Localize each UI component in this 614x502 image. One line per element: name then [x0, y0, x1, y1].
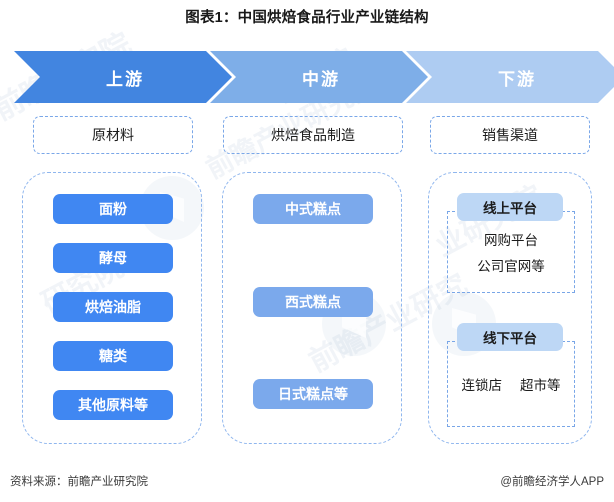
column-midstream: 中式糕点 西式糕点 日式糕点等	[222, 172, 402, 444]
upstream-item-1[interactable]: 酵母	[53, 243, 173, 273]
downstream-offline-title[interactable]: 线下平台	[457, 323, 563, 351]
value-chain-chevron-bar: 上游 中游 下游	[14, 51, 600, 103]
chevron-midstream-label: 中游	[302, 69, 340, 89]
upstream-item-3[interactable]: 糖类	[53, 341, 173, 371]
downstream-online-title-label: 线上平台	[483, 201, 537, 216]
upstream-item-0[interactable]: 面粉	[53, 194, 173, 224]
downstream-group-online: 网购平台 公司官网等 线上平台	[443, 193, 579, 293]
downstream-online-line-0: 网购平台	[484, 233, 538, 248]
stage-label-upstream-text: 原材料	[92, 127, 134, 143]
upstream-item-4[interactable]: 其他原料等	[53, 390, 173, 420]
downstream-offline-line-row: 连锁店 超市等	[462, 374, 561, 394]
downstream-online-line-1: 公司官网等	[477, 259, 545, 274]
stage-label-upstream: 原材料	[33, 116, 193, 154]
column-upstream: 面粉 酵母 烘焙油脂 糖类 其他原料等	[22, 172, 202, 444]
chevron-downstream-label: 下游	[498, 69, 536, 89]
downstream-offline-title-label: 线下平台	[483, 331, 537, 346]
midstream-item-2[interactable]: 日式糕点等	[253, 379, 373, 409]
upstream-item-1-label: 酵母	[99, 250, 127, 266]
stage-label-midstream: 烘焙食品制造	[223, 116, 403, 154]
footer-brand: @前瞻经济学人APP	[500, 476, 604, 488]
upstream-item-0-label: 面粉	[99, 201, 127, 217]
midstream-item-2-label: 日式糕点等	[278, 386, 348, 402]
midstream-item-1[interactable]: 西式糕点	[253, 287, 373, 317]
downstream-group-offline: 连锁店 超市等 线下平台	[443, 323, 579, 427]
downstream-online-detail-box: 网购平台 公司官网等	[447, 211, 575, 293]
stage-label-downstream-text: 销售渠道	[482, 127, 538, 143]
footer-source: 资料来源：前瞻产业研究院	[10, 476, 148, 488]
chevron-upstream[interactable]: 上游	[14, 51, 232, 103]
downstream-offline-item-0: 连锁店	[461, 378, 503, 393]
downstream-online-title[interactable]: 线上平台	[457, 193, 563, 221]
midstream-item-1-label: 西式糕点	[285, 294, 341, 310]
downstream-offline-item-1: 超市等	[520, 378, 561, 393]
midstream-item-0[interactable]: 中式糕点	[253, 194, 373, 224]
column-downstream: 网购平台 公司官网等 线上平台 连锁店 超市等 线下平台	[428, 172, 592, 444]
chevron-upstream-label: 上游	[106, 69, 144, 89]
chevron-midstream[interactable]: 中游	[210, 51, 428, 103]
stage-label-midstream-text: 烘焙食品制造	[271, 127, 355, 143]
upstream-item-4-label: 其他原料等	[78, 397, 148, 413]
chevron-downstream[interactable]: 下游	[406, 51, 614, 103]
upstream-item-2-label: 烘焙油脂	[85, 299, 141, 315]
upstream-item-2[interactable]: 烘焙油脂	[53, 292, 173, 322]
downstream-offline-detail-box: 连锁店 超市等	[447, 341, 575, 427]
stage-label-downstream: 销售渠道	[430, 116, 590, 154]
upstream-item-3-label: 糖类	[99, 348, 127, 364]
page-title: 图表1：中国烘焙食品行业产业链结构	[185, 10, 429, 26]
midstream-item-0-label: 中式糕点	[285, 201, 341, 217]
